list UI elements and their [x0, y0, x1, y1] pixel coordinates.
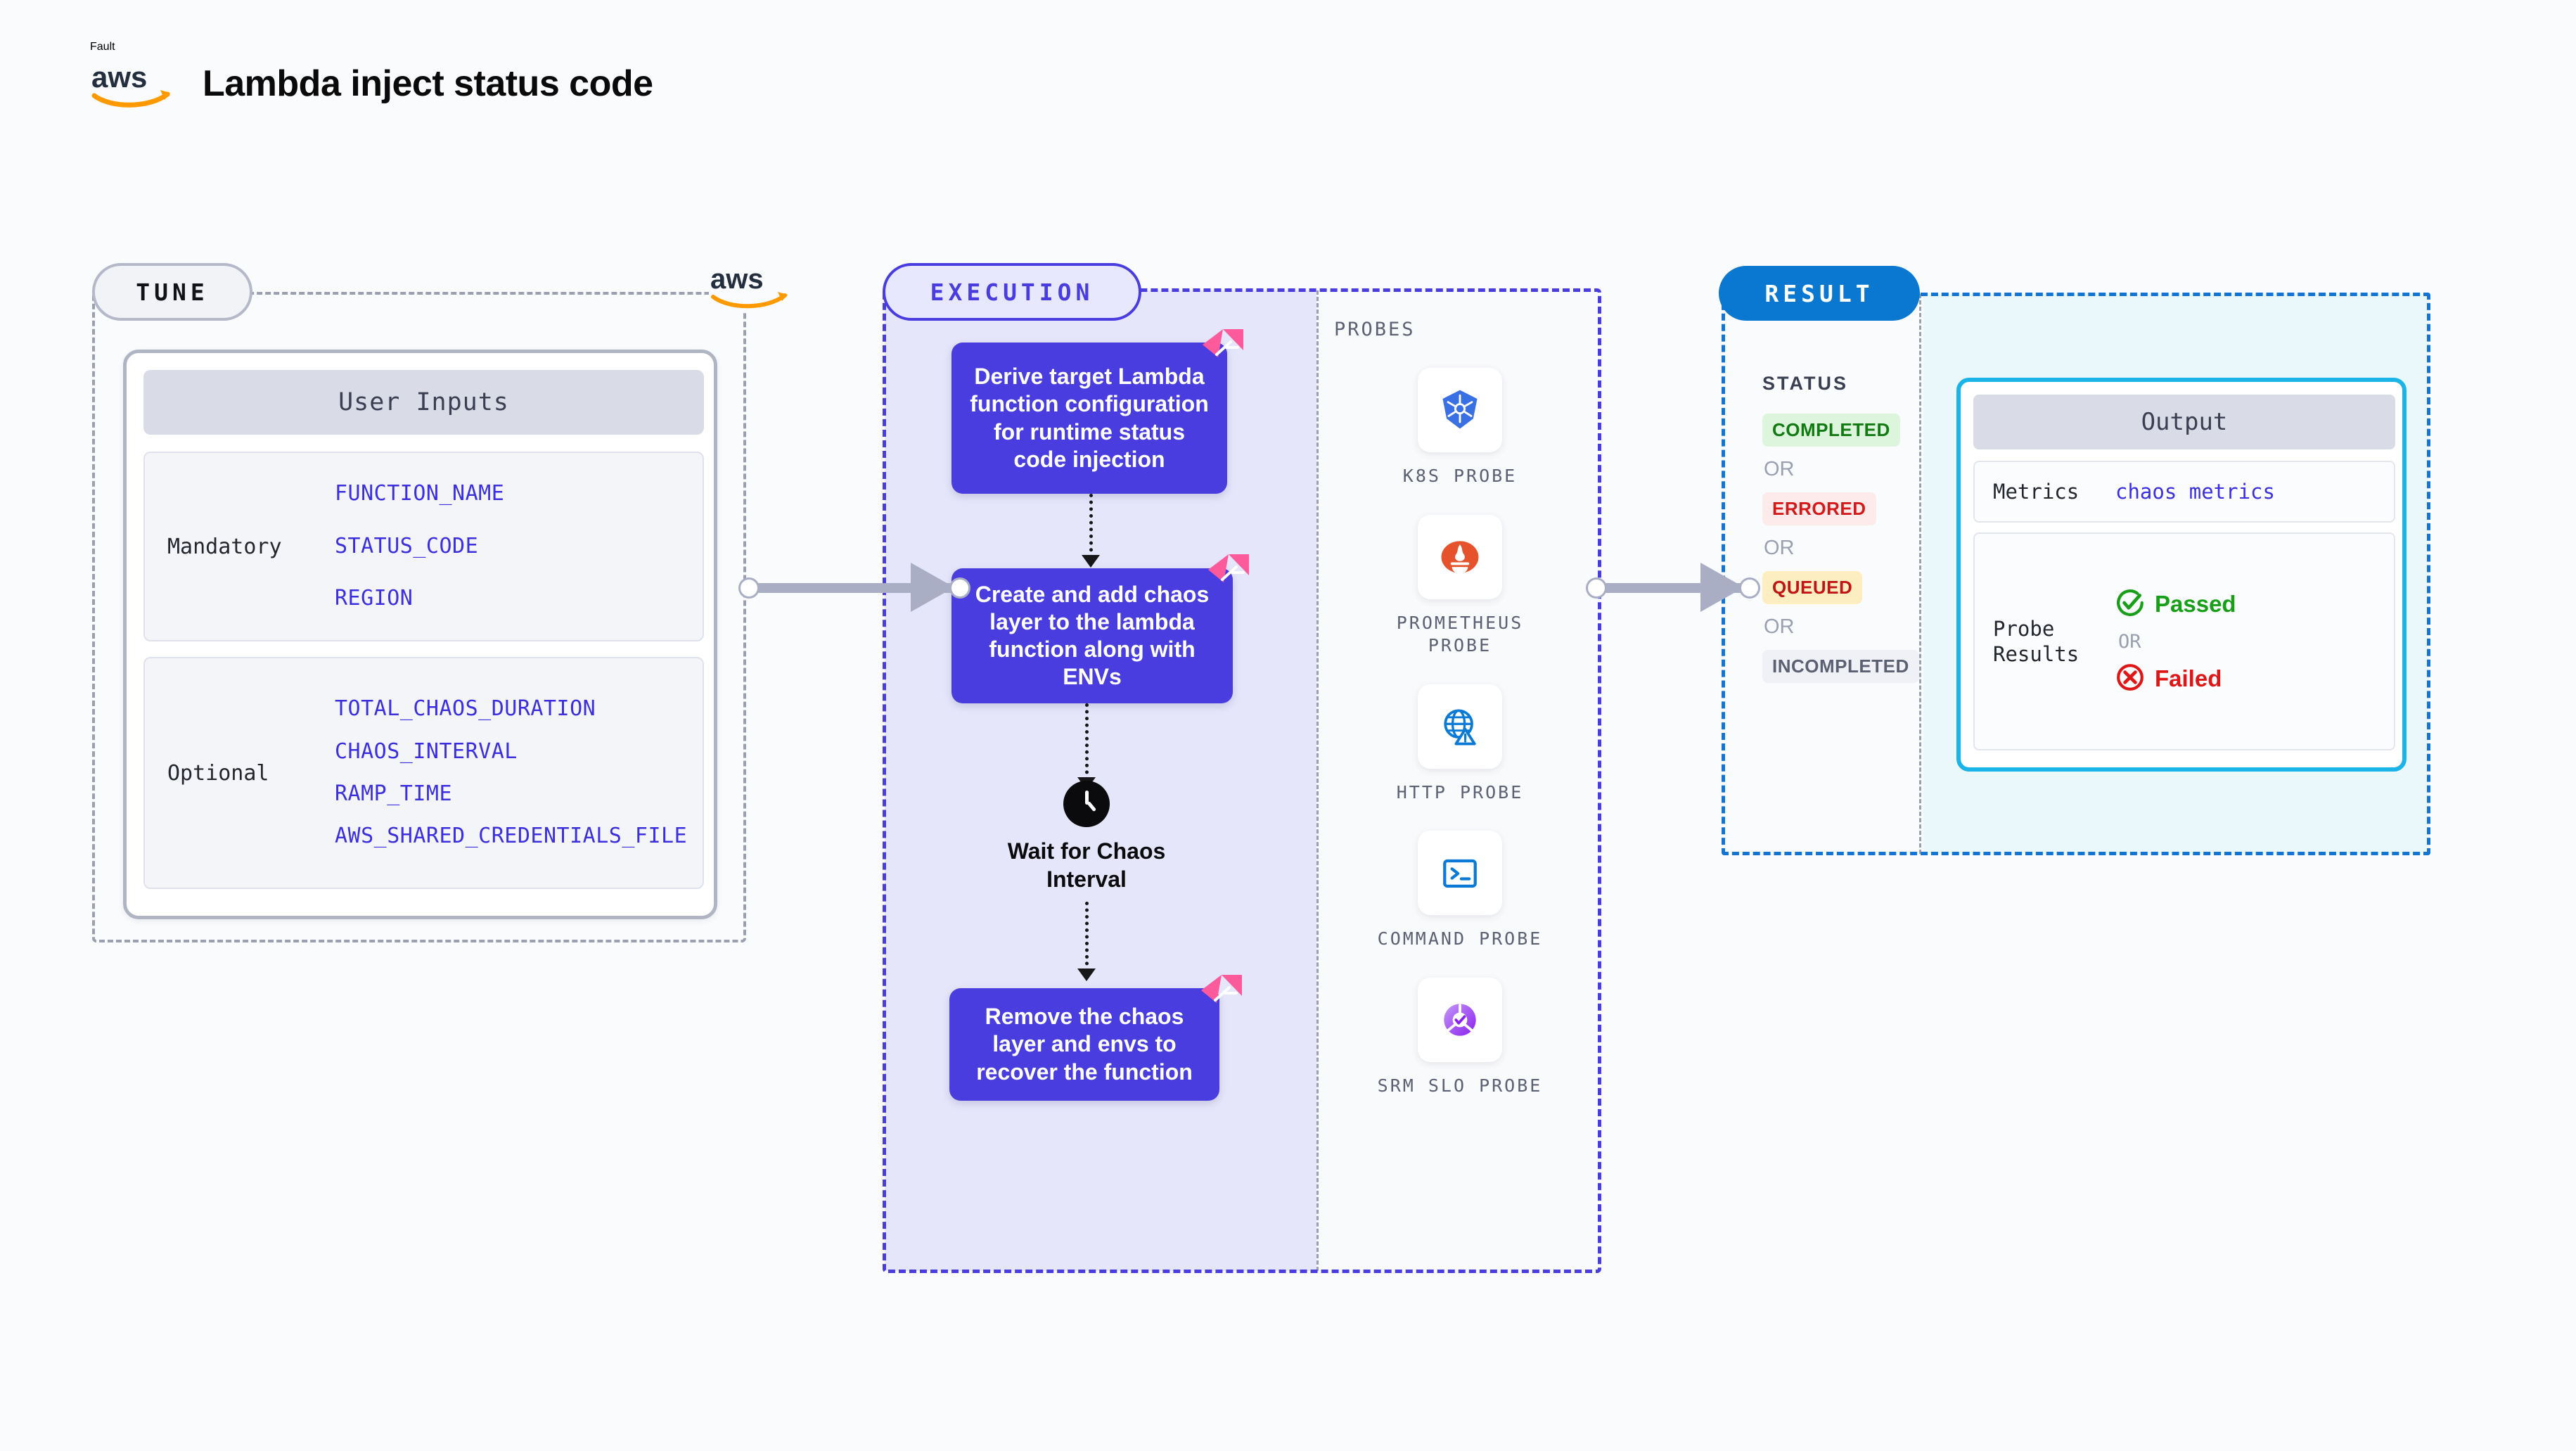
srm-slo-icon — [1418, 977, 1502, 1062]
output-card: Output Metrics chaos metrics Probe Resul… — [1956, 378, 2407, 772]
clock-icon — [1063, 781, 1110, 827]
status-badge-completed: COMPLETED — [1762, 414, 1900, 447]
probe-item-http[interactable]: HTTP PROBE — [1319, 684, 1601, 805]
check-circle-icon — [2115, 588, 2145, 621]
output-metrics-row: Metrics chaos metrics — [1973, 461, 2395, 523]
param-item: RAMP_TIME — [335, 781, 453, 806]
svg-text:aws: aws — [710, 264, 764, 295]
status-or-label: OR — [1764, 537, 1795, 559]
probe-item-srm-slo[interactable]: SRM SLO PROBE — [1319, 977, 1601, 1098]
flow-arrowhead — [1082, 555, 1100, 568]
connector-tune-to-execution — [738, 563, 1013, 612]
probes-panel: PROBES — [1316, 290, 1599, 1271]
mandatory-group: Mandatory FUNCTION_NAME STATUS_CODE REGI… — [143, 452, 704, 641]
output-title: Output — [1973, 395, 2395, 449]
execution-step-1: Derive target Lambda function configurat… — [951, 343, 1227, 494]
flow-connector — [1085, 703, 1089, 781]
param-item: REGION — [335, 586, 414, 611]
execution-step-2: Create and add chaos layer to the lambda… — [951, 568, 1233, 703]
tune-section — [92, 292, 746, 942]
probe-label: K8S PROBE — [1402, 466, 1518, 486]
litmus-logo-icon — [1201, 975, 1242, 1011]
param-item: TOTAL_CHAOS_DURATION — [335, 696, 596, 722]
status-or-label: OR — [1764, 458, 1795, 480]
mandatory-label: Mandatory — [167, 534, 282, 559]
probe-or-label: OR — [2118, 630, 2141, 653]
probe-pass-label: Passed — [2155, 591, 2236, 617]
optional-label: Optional — [167, 760, 269, 786]
optional-group: Optional TOTAL_CHAOS_DURATION CHAOS_INTE… — [143, 657, 704, 889]
probe-item-k8s[interactable]: K8S PROBE — [1319, 368, 1601, 488]
probe-label: PROMETHEUS PROBE — [1396, 612, 1524, 656]
probe-item-prometheus[interactable]: PROMETHEUS PROBE — [1319, 514, 1601, 658]
flow-arrowhead — [1077, 969, 1096, 981]
param-item: AWS_SHARED_CREDENTIALS_FILE — [335, 824, 688, 849]
metrics-key: Metrics — [1993, 479, 2080, 504]
output-probe-results-row: Probe Results Passed OR — [1973, 532, 2395, 750]
terminal-icon — [1418, 831, 1502, 915]
probe-item-command[interactable]: COMMAND PROBE — [1319, 831, 1601, 951]
svg-text:aws: aws — [91, 60, 147, 94]
metrics-value: chaos metrics — [2115, 480, 2275, 504]
wait-label: Wait for Chaos Interval — [1007, 838, 1166, 892]
litmus-logo-icon — [1203, 329, 1243, 366]
flow-connector — [1089, 494, 1093, 558]
page-header: Fault aws Lambda inject status code — [90, 41, 653, 110]
result-status-panel: STATUS COMPLETED OR ERRORED OR QUEUED OR… — [1723, 294, 1921, 854]
x-circle-icon — [2115, 663, 2145, 696]
execution-step-3: Remove the chaos layer and envs to recov… — [949, 988, 1219, 1101]
probe-label: HTTP PROBE — [1396, 781, 1524, 803]
wait-for-chaos-interval-node: Wait for Chaos Interval — [985, 781, 1188, 893]
connector-execution-to-result — [1586, 563, 1790, 612]
result-badge: RESULT — [1719, 266, 1920, 321]
user-inputs-card: User Inputs Mandatory FUNCTION_NAME STAT… — [123, 350, 717, 919]
param-item: STATUS_CODE — [335, 533, 479, 558]
http-globe-icon — [1418, 684, 1502, 769]
header-kicker: Fault — [90, 41, 115, 53]
kubernetes-icon — [1418, 368, 1502, 452]
aws-logo-icon: aws — [90, 58, 174, 110]
probe-label: COMMAND PROBE — [1377, 928, 1543, 949]
param-item: CHAOS_INTERVAL — [335, 739, 518, 764]
probes-title: PROBES — [1334, 319, 1416, 340]
probe-result-passed: Passed — [2115, 588, 2394, 621]
execution-badge: EXECUTION — [883, 263, 1141, 321]
status-badge-queued: QUEUED — [1762, 571, 1863, 604]
status-or-label: OR — [1764, 615, 1795, 638]
probe-fail-label: Failed — [2155, 665, 2222, 691]
probe-results-key: Probe Results — [1993, 616, 2080, 666]
litmus-logo-icon — [1208, 554, 1249, 591]
status-badge-incompleted: INCOMPLETED — [1762, 650, 1919, 683]
status-title: STATUS — [1762, 373, 1848, 394]
tune-badge: TUNE — [92, 263, 252, 321]
page-title: Lambda inject status code — [203, 63, 653, 104]
probe-result-failed: Failed — [2115, 663, 2394, 696]
flow-connector — [1085, 902, 1089, 972]
prometheus-icon — [1418, 514, 1502, 599]
param-item: FUNCTION_NAME — [335, 481, 505, 506]
status-badge-errored: ERRORED — [1762, 492, 1876, 525]
user-inputs-title: User Inputs — [143, 370, 704, 435]
tune-aws-logo-icon: aws — [709, 260, 792, 311]
probe-label: SRM SLO PROBE — [1377, 1075, 1543, 1096]
execution-section — [883, 288, 1601, 1273]
